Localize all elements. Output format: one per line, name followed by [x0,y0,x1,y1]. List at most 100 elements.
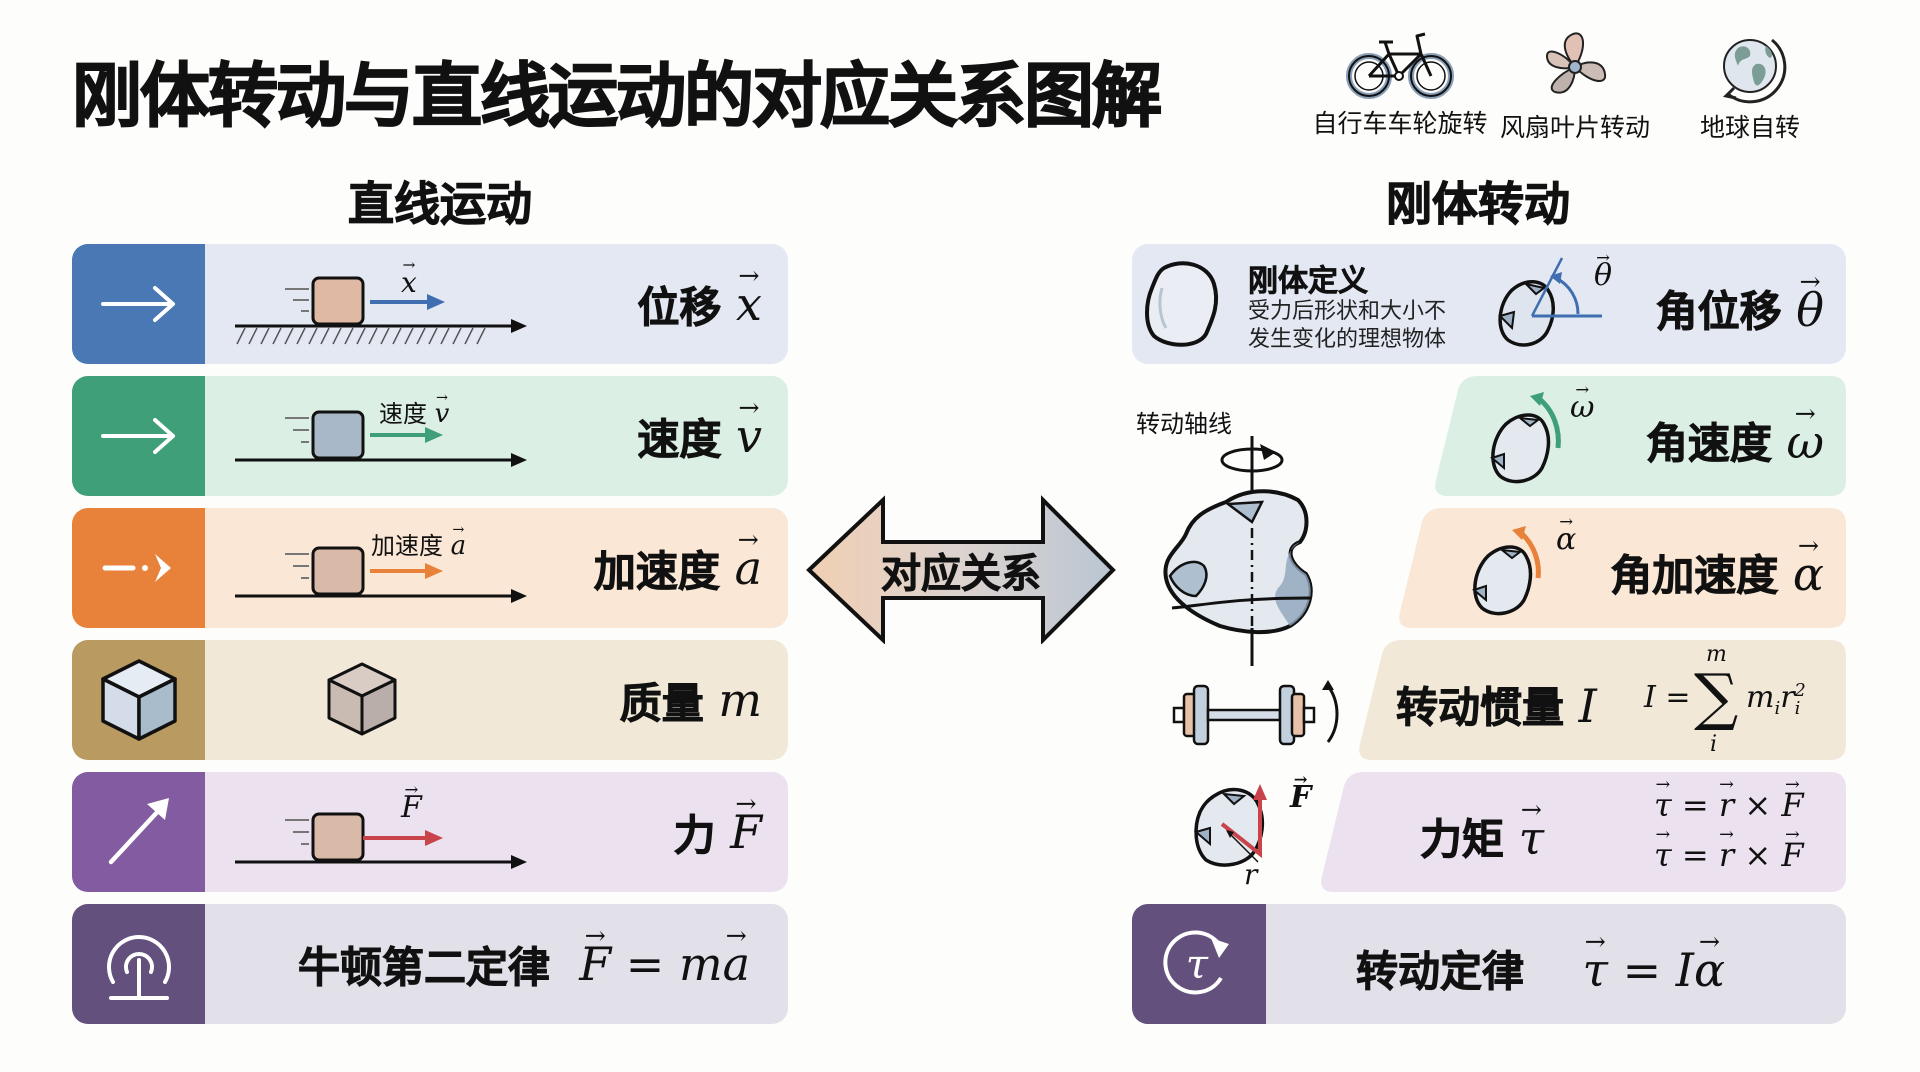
inertia-formula-lhs: I = [1644,680,1691,715]
rotation-law-content: 转动定律 τ = Iα [1356,938,1725,999]
svg-text:τ: τ [1186,942,1209,988]
rotation-examples: 自行车车轮旋转 风扇叶片转动 地球自转 [1310,30,1870,160]
definition-line: 发生变化的理想物体 [1248,327,1447,352]
acceleration-name: 加速度 a [594,508,762,628]
quantity-symbol: τ [1519,811,1544,865]
rotating-rigid-body-illustration [1163,436,1313,666]
alpha-small-label: α [1556,522,1576,557]
scene-label-symbol: a [451,531,467,561]
rigid-body-definition-text: 受力后形状和大小不 发生变化的理想物体 [1248,298,1446,354]
velocity-scene-label: 速度 v [379,394,449,429]
row-background [1359,640,1846,760]
newton-law-formula: F = ma [579,937,750,991]
rigid-rotation-heading: 刚体转动 [1386,177,1571,232]
quantity-symbol: ω [1786,415,1824,469]
displacement-scene: x [205,244,585,364]
velocity-scene: 速度 v [205,376,585,496]
example-label: 地球自转 [1699,113,1800,142]
page-title: 刚体转动与直线运动的对应关系图解 [71,54,1163,138]
moment-of-inertia-name: 转动惯量 I [1396,674,1597,735]
correspondence-arrow: 对应关系 [805,494,1117,645]
quantity-name: 角加速度 [1610,551,1779,601]
scene-label-symbol: v [435,399,450,429]
quantity-name: 位移 [637,282,722,332]
double-arrow-icon [806,495,1116,645]
velocity-icon-box [72,376,205,496]
quantity-symbol: I [1578,679,1597,733]
sliding-block-diagram [235,276,527,345]
quantity-symbol: v [736,409,762,463]
newton-law-content: 牛顿第二定律 F = ma [298,904,750,1024]
acceleration-scene: 加速度 a [205,508,585,628]
arrow-right-icon [100,286,175,322]
rigid-body-definition-title: 刚体定义 [1248,264,1369,300]
sum-lower-limit: i [1710,732,1718,757]
omega-small-label: ω [1570,390,1594,425]
quantity-symbol: θ [1796,283,1824,337]
mass-term: m [1746,680,1775,715]
example-earth: 地球自转 [1660,30,1840,144]
cube-diagram [327,662,397,736]
sum-upper-limit: m [1706,642,1727,667]
diagonal-arrow-icon [108,798,169,865]
linear-row-force: F 力 F [72,772,788,892]
rigid-body-icon [1145,261,1219,347]
torque-force-label: F [1290,780,1311,815]
linear-row-acceleration: 加速度 a 加速度 a [72,508,788,628]
quantity-symbol: x [736,277,762,331]
example-bicycle: 自行车车轮旋转 [1310,30,1490,140]
rotation-row-angular-acceleration: α 角加速度 α [1396,508,1846,628]
quantity-symbol: F [730,805,762,859]
mass-icon-box [72,640,205,760]
rotation-row-rotation-law: τ 转动定律 τ = Iα [1132,904,1846,1024]
sliding-block-diagram [235,410,527,467]
fan-icon [1546,32,1607,94]
torque-formula-1: τ = r × F [1654,786,1804,824]
law-name: 转动定律 [1356,947,1525,997]
rotation-law-formula: τ = Iα [1583,943,1726,997]
linear-row-velocity: 速度 v 速度 v [72,376,788,496]
dumbbell-icon [1172,680,1339,746]
force-vector-label: F [401,790,422,825]
rotation-row-torque: 力矩 τ τ = r × F τ = r × F [1318,772,1846,892]
acceleration-scene-label: 加速度 a [371,526,466,561]
quantity-name: 角位移 [1655,287,1782,337]
velocity-name: 速度 v [637,376,762,496]
example-fan: 风扇叶片转动 [1485,30,1665,144]
torque-formula-2: τ = r × F [1654,836,1804,874]
row-background [1321,772,1846,892]
quantity-name: 转动惯量 [1396,683,1565,733]
arrow-right-icon [100,418,175,454]
theta-small-label: θ [1594,258,1612,293]
quantity-name: 质量 [619,678,704,728]
angular-acceleration-diagram [1471,526,1541,616]
quantity-name: 角速度 [1645,419,1772,469]
newton-law-icon [106,935,171,1000]
quantity-name: 速度 [637,414,722,464]
linear-motion-heading: 直线运动 [348,177,533,232]
displacement-name: 位移 x [637,244,762,364]
displacement-vector-label: x [401,266,417,299]
sum-symbol: ∑ [1694,660,1739,733]
angular-displacement-diagram [1498,257,1602,347]
quantity-name: 力 [673,810,716,860]
newton-law-icon-box [72,904,205,1024]
rotation-row-angular-displacement: 刚体定义 受力后形状和大小不 发生变化的理想物体 θ 角位移 θ [1132,244,1846,364]
example-label: 自行车车轮旋转 [1312,109,1488,138]
linear-row-displacement: x 位移 x [72,244,788,364]
force-name: 力 F [673,772,762,892]
rotation-row-moment-of-inertia: 转动惯量 I I = m ∑ i miri2 [1356,640,1846,760]
tau-rotation-icon: τ [1163,930,1229,995]
scene-label-text: 加速度 [371,532,443,560]
linear-row-newton-law: 牛顿第二定律 F = ma [72,904,788,1024]
quantity-symbol: a [735,541,762,595]
acceleration-icon-box [72,508,205,628]
bicycle-icon [1346,32,1454,99]
rotation-row-angular-velocity: ω 角速度 ω [1432,376,1846,496]
quantity-symbol: m [718,673,762,727]
dashed-arrow-icon [102,554,171,582]
angular-acceleration-name: 角加速度 α [1610,542,1824,603]
example-label: 风扇叶片转动 [1499,113,1650,142]
earth-rotation-icon [1722,38,1787,104]
inertia-formula-rhs: miri2 [1746,680,1806,719]
